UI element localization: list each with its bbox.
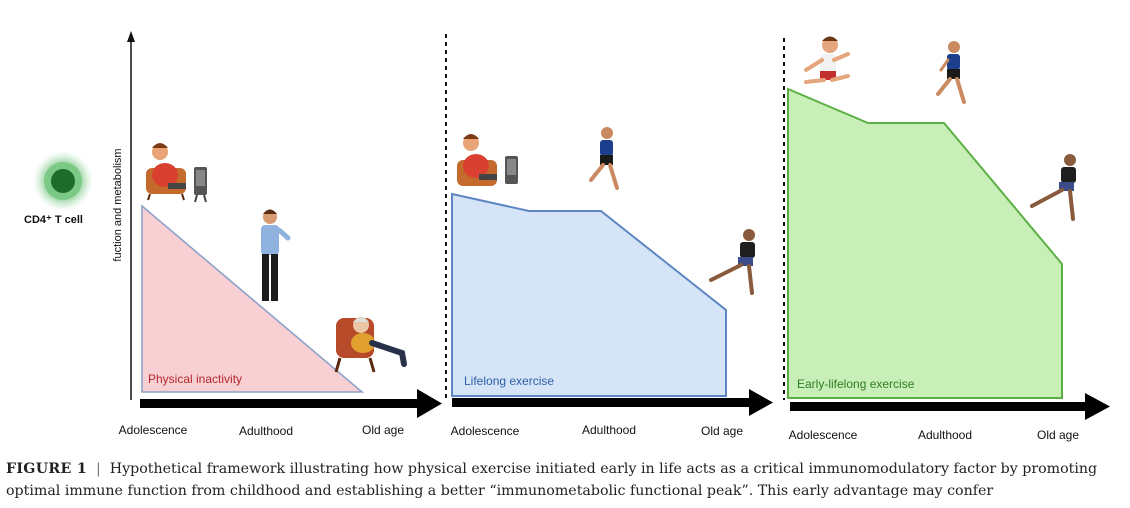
cd4-t-cell-icon (33, 151, 93, 211)
time-arrow-1 (140, 389, 442, 418)
stage-label-adolescence: Adolescence (788, 428, 858, 442)
early-lifelong-exercise-label: Early-lifelong exercise (797, 377, 915, 391)
stage-label-adulthood: Adulthood (238, 424, 294, 438)
older-runner-icon (1030, 154, 1076, 221)
time-arrow-3 (790, 393, 1110, 420)
stage-label-old-age: Old age (700, 424, 744, 438)
older-runner-icon (709, 229, 755, 295)
physical-inactivity-area (141, 204, 365, 393)
standing-adult-icon (261, 209, 291, 301)
stage-label-adolescence: Adolescence (450, 424, 520, 438)
elderly-armchair-icon (334, 317, 407, 373)
physical-inactivity-label: Physical inactivity (148, 372, 243, 386)
young-runner-icon (804, 36, 850, 84)
stage-label-old-age: Old age (1036, 428, 1080, 442)
y-axis-label: fuction and metabolism (112, 148, 124, 262)
framework-figure (33, 31, 1110, 420)
stage-label-adulthood: Adulthood (917, 428, 973, 442)
caption-text: Hypothetical framework illustrating how … (6, 461, 1098, 499)
adult-runner-icon (589, 127, 619, 190)
y-axis (127, 31, 135, 400)
time-arrow-2 (452, 389, 773, 416)
figure-label: FIGURE 1 (6, 461, 88, 477)
stage-label-old-age: Old age (361, 423, 405, 437)
sitting-person-tv-icon (146, 143, 207, 203)
stage-label-adolescence: Adolescence (118, 423, 188, 437)
adult-runner-icon (936, 41, 966, 104)
lifelong-exercise-area (451, 192, 727, 397)
caption-separator: | (96, 461, 101, 477)
early-lifelong-exercise-area (787, 87, 1063, 399)
stage-label-adulthood: Adulthood (581, 423, 637, 437)
lifelong-exercise-label: Lifelong exercise (464, 374, 555, 388)
figure-caption: FIGURE 1 |Hypothetical framework illustra… (6, 458, 1124, 502)
sitting-person-tv-icon (457, 134, 518, 186)
cd4-t-cell-label: CD4⁺ T cell (24, 214, 83, 226)
